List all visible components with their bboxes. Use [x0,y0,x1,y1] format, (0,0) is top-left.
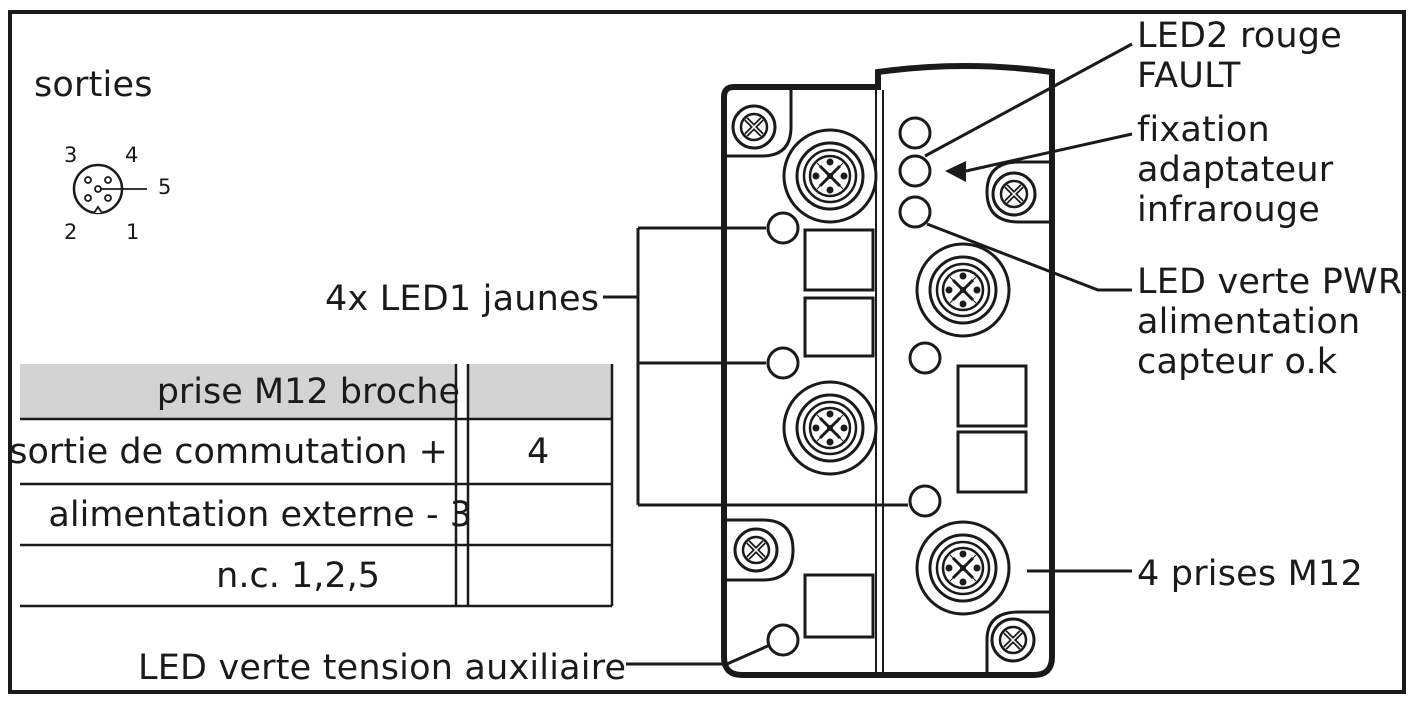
table-header-pin-cell [468,364,612,419]
pin-label: 2 [64,220,78,244]
led-indicator [908,484,942,518]
screw-icon [735,529,777,571]
table-row-label-cell: n.c. 1,2,5 [20,548,456,606]
outputs-title: sorties [34,65,153,105]
table-row-label: sortie de commutation + [9,432,448,472]
label-window [956,364,1028,428]
pwr-led-label: LED verte PWR [1137,262,1403,302]
led2-label: FAULT [1137,56,1241,96]
table-header-text: prise M12 broche [156,372,460,412]
table-row-pin: 4 [527,432,550,472]
led-indicator [766,346,800,380]
table-row-label-cell: alimentation externe - 3 [20,487,472,544]
arrow-icon [945,161,966,182]
pwr-led-label: alimentation [1137,302,1361,342]
m12-socket-icon [915,520,1011,616]
table-row-label: n.c. 1,2,5 [216,556,380,596]
screw-icon [993,173,1035,215]
led-indicator [766,623,800,657]
label-window [803,296,875,358]
label-window [803,228,875,292]
m12-pinout-icon [72,163,147,215]
pin-label: 3 [64,143,78,167]
ir-mount-label: infrarouge [1137,190,1321,230]
led-indicator [898,154,932,188]
led-indicator [898,116,932,150]
table-row-label: alimentation externe - 3 [48,495,472,535]
pin-label: 5 [158,175,172,199]
sockets-label: 4 prises M12 [1137,554,1363,594]
led2-label: LED2 rouge [1137,16,1342,56]
ir-mount-label: adaptateur [1137,150,1334,190]
led-indicator [898,195,932,229]
ir-mount-label: fixation [1137,110,1270,150]
m12-socket-icon [915,242,1011,338]
pin-label: 4 [125,143,139,167]
label-window [956,430,1028,494]
m12-socket-icon [782,128,878,224]
screw-icon [992,619,1034,661]
screw-icon [733,106,775,148]
pin-label: 1 [126,220,140,244]
led1-label: 4x LED1 jaunes [325,279,600,319]
table-row-pin-cell: 4 [468,424,612,484]
label-window [803,573,875,639]
diagram-frame [8,10,1406,694]
aux-led-label: LED verte tension auxiliaire [138,648,627,688]
table-row-label-cell: sortie de commutation + [9,424,456,484]
pwr-led-label: capteur o.k [1137,342,1338,382]
table-header-cell: prise M12 broche [20,364,460,419]
led-indicator [766,211,800,245]
led-indicator [908,341,942,375]
m12-socket-icon [782,380,878,476]
